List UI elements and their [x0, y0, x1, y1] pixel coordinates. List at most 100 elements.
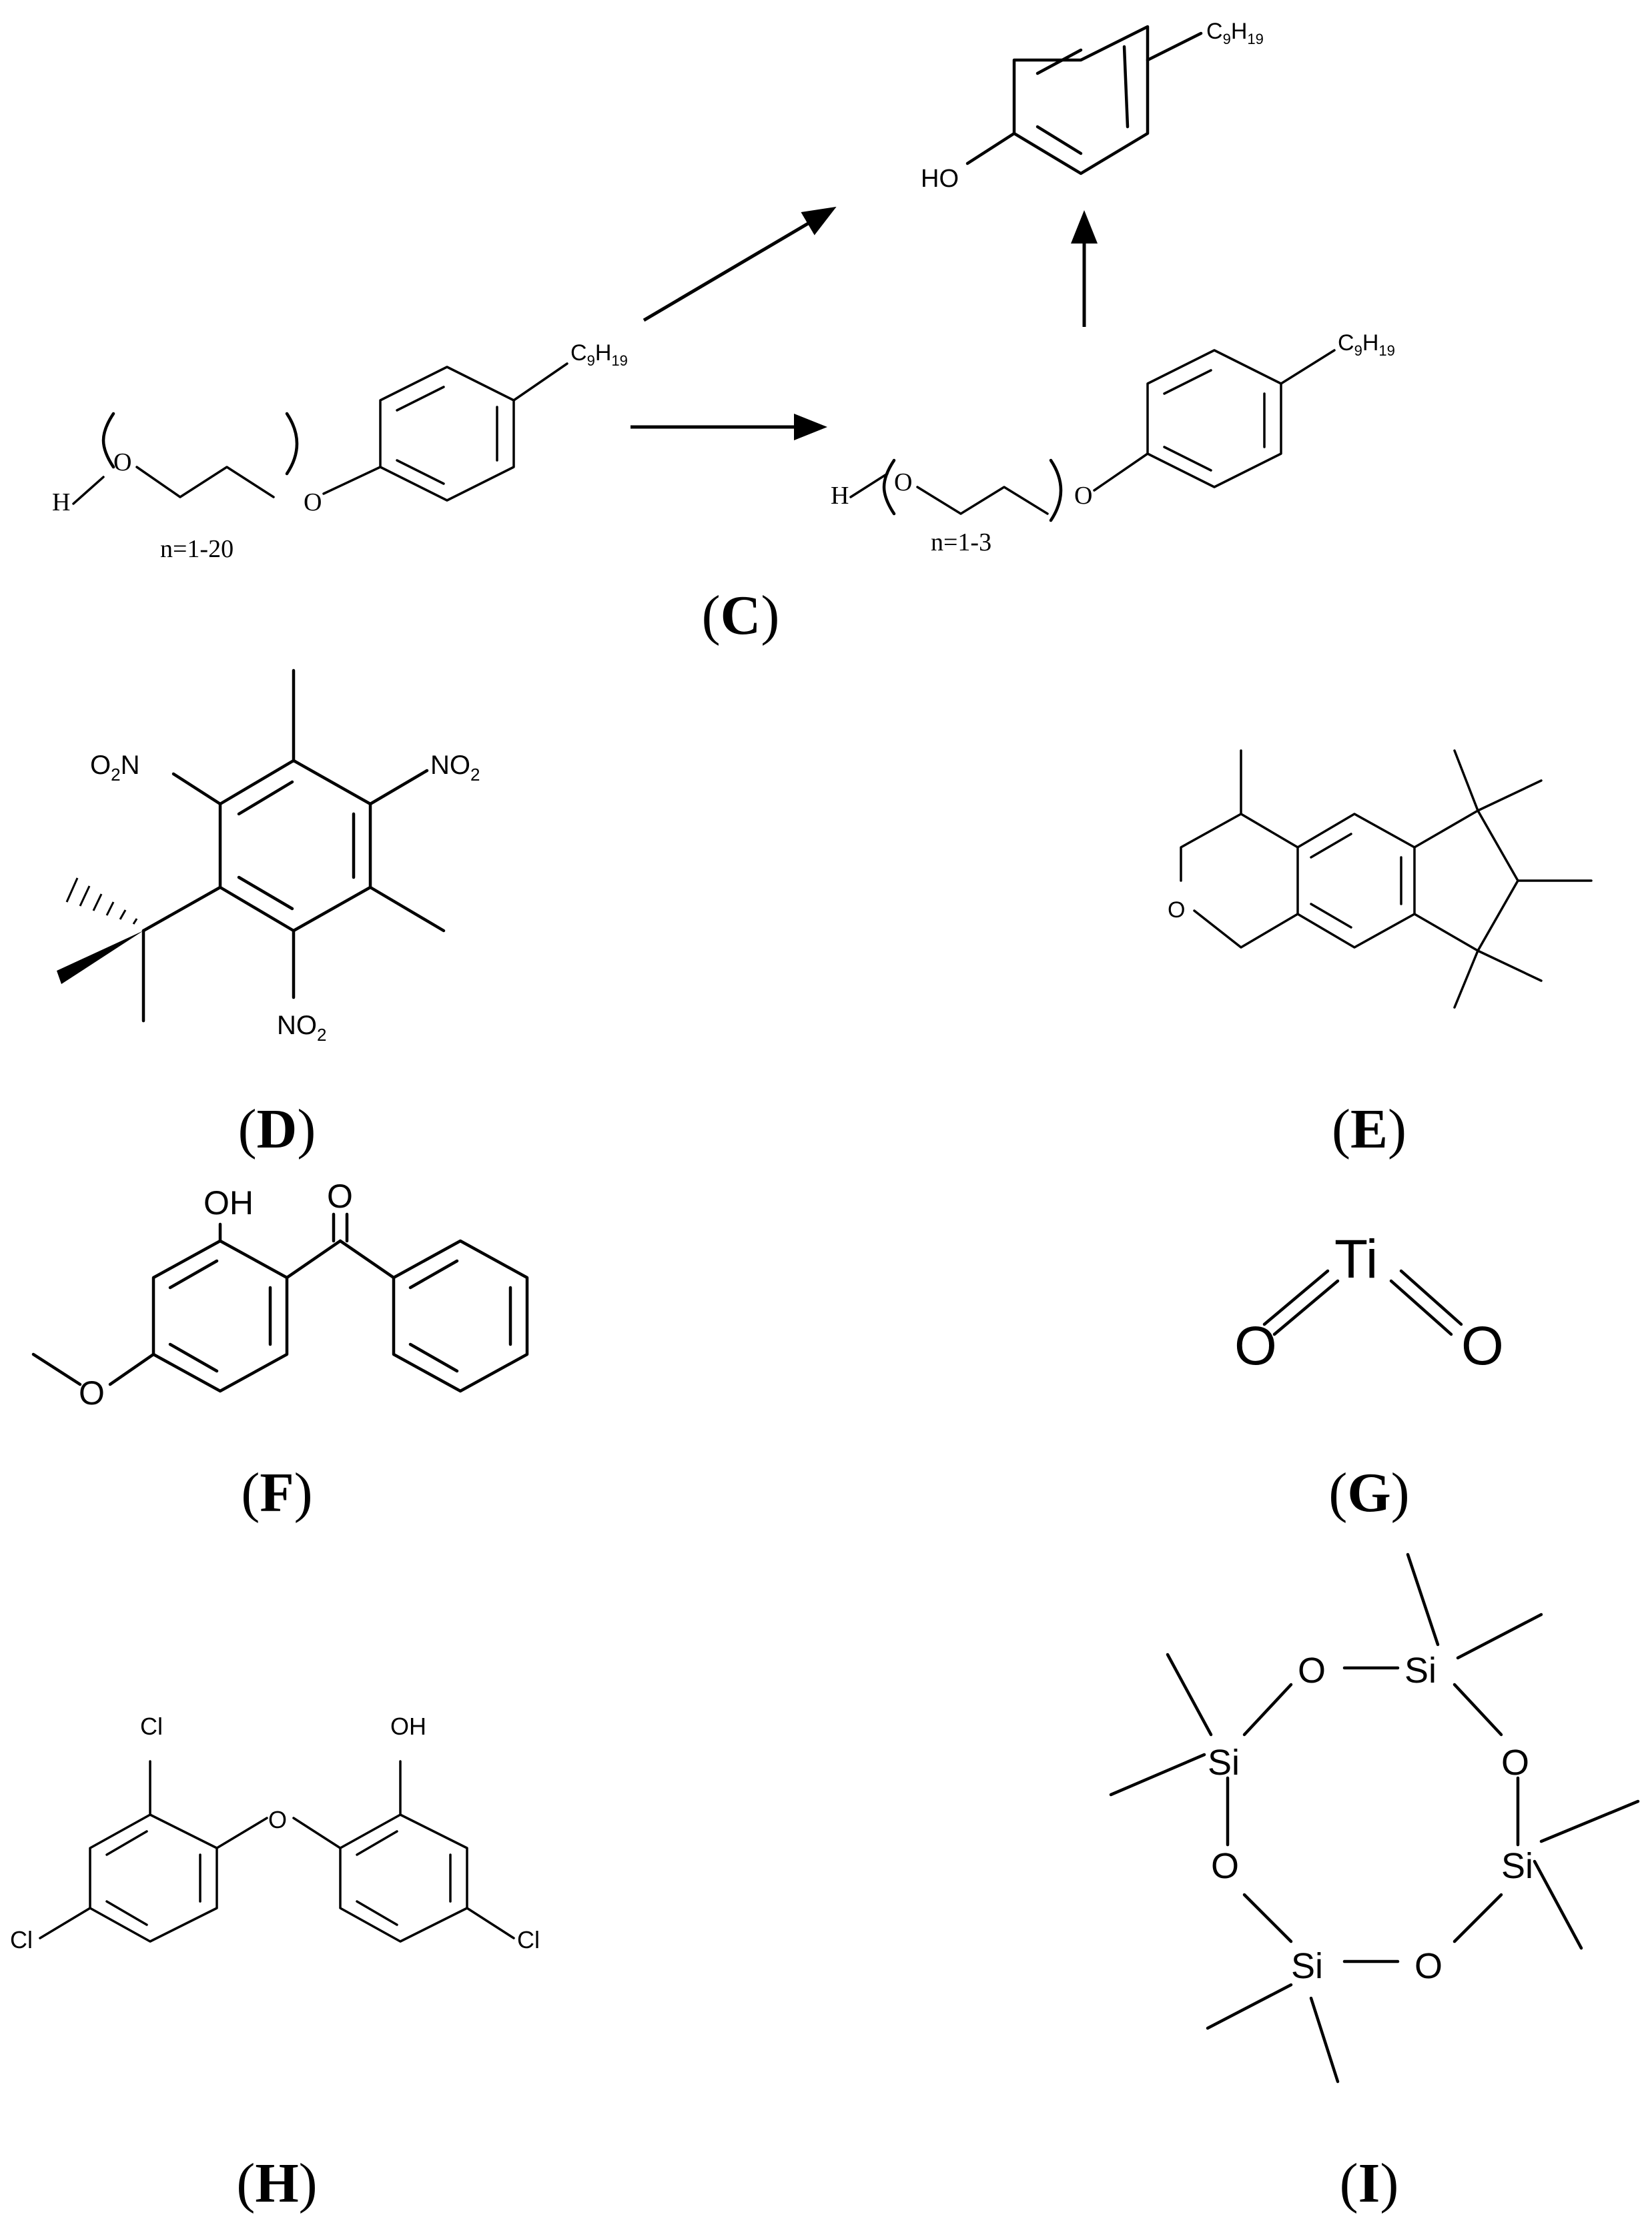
ether-bond-left: [216, 1817, 268, 1849]
pyran-ring-bottom: [1193, 909, 1299, 949]
ti-o-double-bond-right-b: [1389, 1279, 1453, 1336]
panel-g: Ti O O (G): [1234, 1229, 1504, 1524]
hydroxyl-label: OH: [390, 1713, 426, 1740]
benzene-ring: [1146, 349, 1282, 488]
methyl-bond: [1109, 1753, 1206, 1797]
panel-f: OH O O (F): [31, 1178, 529, 1524]
cyclopentane-ring: [1413, 809, 1519, 952]
product-hydroxyl: HO: [921, 165, 959, 193]
silicon-label: Si: [1208, 1743, 1240, 1783]
panel-h-label: (H): [236, 2152, 317, 2214]
methyl-bond: [31, 1352, 82, 1386]
musk-ring: [218, 759, 372, 933]
ring-double-bond: [168, 1259, 219, 1290]
ring-double-bond: [1036, 48, 1083, 75]
no2-left-label: O2N: [90, 751, 139, 785]
methyl-bond: [1453, 949, 1479, 1009]
silicon-label: Si: [1291, 1946, 1323, 1986]
pyran-ring-top: [1180, 813, 1299, 882]
ring-double-bond: [105, 1830, 148, 1856]
ring-double-bond: [356, 1900, 398, 1926]
phenyl-ring: [392, 1239, 529, 1393]
ethylene-chain: [916, 486, 1049, 515]
methyl-bond: [1166, 1653, 1213, 1737]
hydrogen-label: H: [52, 488, 70, 516]
ti-o-double-bond-left-a: [1262, 1269, 1330, 1326]
ring-double-bond: [1163, 446, 1212, 472]
panel-e-label: (E): [1332, 1098, 1406, 1160]
carbonyl-bond-left: [285, 1239, 342, 1280]
ring-double-bond: [408, 1342, 459, 1373]
si-o-bond: [1242, 1683, 1293, 1737]
hydroxyl-label: OH: [203, 1184, 254, 1222]
panel-h: Cl Cl O OH Cl (H): [10, 1713, 540, 2214]
si-o-bond: [1453, 1893, 1503, 1943]
carbonyl-bond-right: [338, 1239, 396, 1280]
panel-c: HO C9H19 H O O C9H19 n=1-20 H: [52, 19, 1395, 646]
ethylene-chain: [135, 466, 275, 498]
tbutyl-wedge: [57, 931, 143, 984]
ether-oxygen: O: [304, 488, 322, 516]
repeat-paren-left: [882, 458, 896, 516]
cl-right-label: Cl: [517, 1926, 540, 1953]
methyl-bond: [1406, 1552, 1440, 1647]
no2-right-label: NO2: [430, 751, 480, 785]
repeat-paren-right: [1049, 458, 1063, 522]
repeat-count-label: n=1-3: [931, 528, 991, 556]
ether-bond-right: [292, 1817, 342, 1849]
ring-double-bond: [356, 1830, 398, 1856]
ring-double-bond: [105, 1900, 148, 1926]
h-bond: [72, 476, 105, 505]
hydroxychlorophenyl-ring: [339, 1813, 468, 1943]
product-nonyl: C9H19: [1206, 19, 1264, 47]
cl-left-bond: [39, 1907, 91, 1939]
nonyl-label: C9H19: [570, 340, 628, 369]
panel-c-label: (C): [702, 584, 780, 646]
bridge-oxygen-label: O: [268, 1806, 287, 1833]
methyl-bond: [1309, 1996, 1340, 2084]
silicon-label: Si: [1404, 1651, 1436, 1691]
ether-oxygen: O: [1074, 482, 1092, 510]
methyl-bond: [1477, 779, 1543, 812]
ether-bond: [1093, 452, 1149, 492]
oxygen-label: O: [1501, 1743, 1529, 1783]
methyl-bond: [1456, 1613, 1543, 1660]
ring-double-bond: [396, 386, 445, 412]
si-o-bond: [1242, 1893, 1293, 1943]
ring-double-bond: [237, 780, 294, 816]
repeat-oxygen: O: [113, 448, 131, 476]
repeat-paren-right: [285, 412, 299, 476]
ring-double-bond: [408, 1259, 459, 1290]
methyl-bond: [1539, 1799, 1640, 1843]
repeat-paren-left: [101, 412, 115, 469]
panel-d: O2N NO2 NO2 (D): [57, 669, 480, 1160]
cl-top-label: Cl: [140, 1713, 163, 1740]
ether-bond: [322, 466, 382, 495]
ring-double-bond: [1163, 369, 1212, 395]
ti-o-double-bond-right-a: [1399, 1269, 1463, 1326]
arrow-degradation-direct: [643, 206, 837, 322]
benzene-ring: [379, 366, 515, 502]
methyl-bond: [1453, 749, 1479, 812]
ring-double-bond: [1122, 45, 1130, 129]
ring-double-bond: [1036, 125, 1083, 155]
nonyl-bond: [1146, 31, 1203, 62]
ring-double-bond: [237, 875, 294, 911]
ring-double-bond: [1310, 833, 1352, 859]
panel-i: O Si O Si O Si O Si (I): [1109, 1552, 1640, 2214]
methoxy-oxygen: O: [79, 1374, 105, 1412]
panel-i-label: (I): [1340, 2152, 1399, 2214]
ring-double-bond: [396, 459, 445, 485]
nonyl-label: C9H19: [1338, 330, 1395, 359]
nonylphenol-ethoxylate-n3: H O O C9H19 n=1-3: [831, 330, 1395, 556]
h-bond: [849, 472, 889, 498]
oxygen-right-label: O: [1461, 1316, 1504, 1376]
carbonyl-oxygen: O: [327, 1178, 353, 1215]
repeat-count-label: n=1-20: [160, 535, 234, 563]
methyl-right: [368, 885, 446, 933]
panel-f-label: (F): [241, 1462, 312, 1524]
methyl-bond: [1533, 1859, 1583, 1950]
hydroxyl-bond: [965, 131, 1016, 165]
ti-o-double-bond-left-b: [1272, 1279, 1340, 1336]
